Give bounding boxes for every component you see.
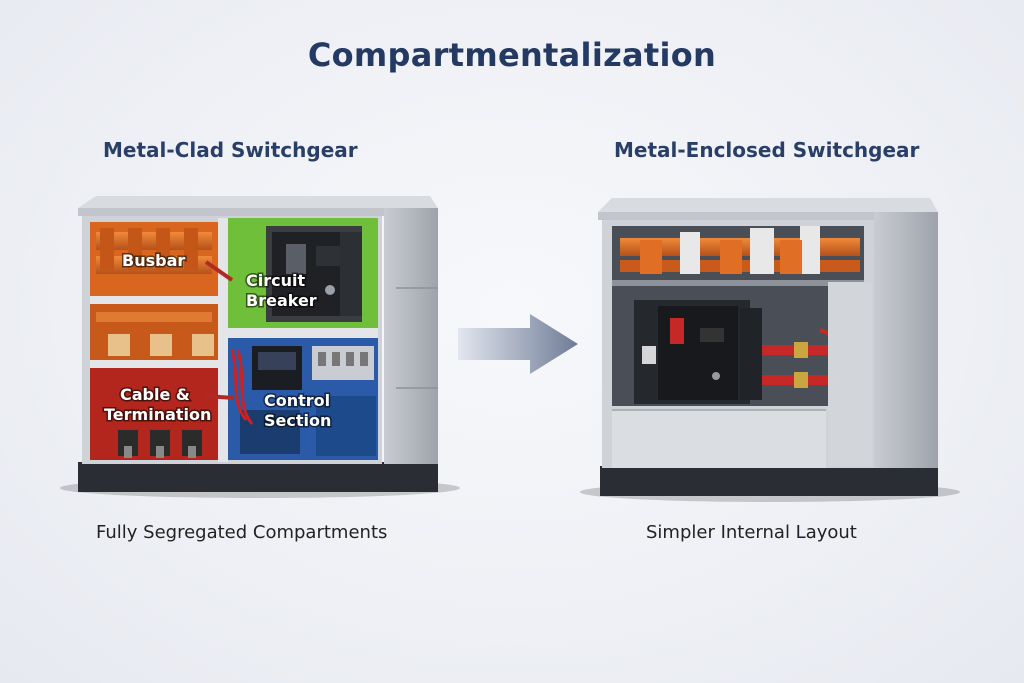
metal-enclosed-caption: Simpler Internal Layout (646, 522, 857, 543)
label-section: Section (264, 411, 331, 430)
cabinet-base (78, 462, 438, 492)
lower-cover-panel (612, 410, 826, 468)
metal-enclosed-cabinet (580, 198, 960, 502)
label-cable: Cable & (120, 385, 190, 404)
cabinet-base (600, 466, 938, 496)
bushing-compartment (90, 304, 218, 360)
label-circuit: Circuit (246, 271, 305, 290)
label-termination: Termination (104, 405, 211, 424)
side-panel (384, 208, 438, 464)
metal-clad-caption: Fully Segregated Compartments (96, 522, 387, 543)
metal-clad-cabinet: Busbar Circuit Breaker Cable & Terminati… (60, 196, 460, 498)
transition-arrow (458, 314, 578, 374)
label-busbar: Busbar (122, 251, 185, 270)
circuit-breaker (634, 300, 762, 404)
label-breaker: Breaker (246, 291, 317, 310)
side-panel (874, 212, 938, 468)
label-control: Control (264, 391, 330, 410)
